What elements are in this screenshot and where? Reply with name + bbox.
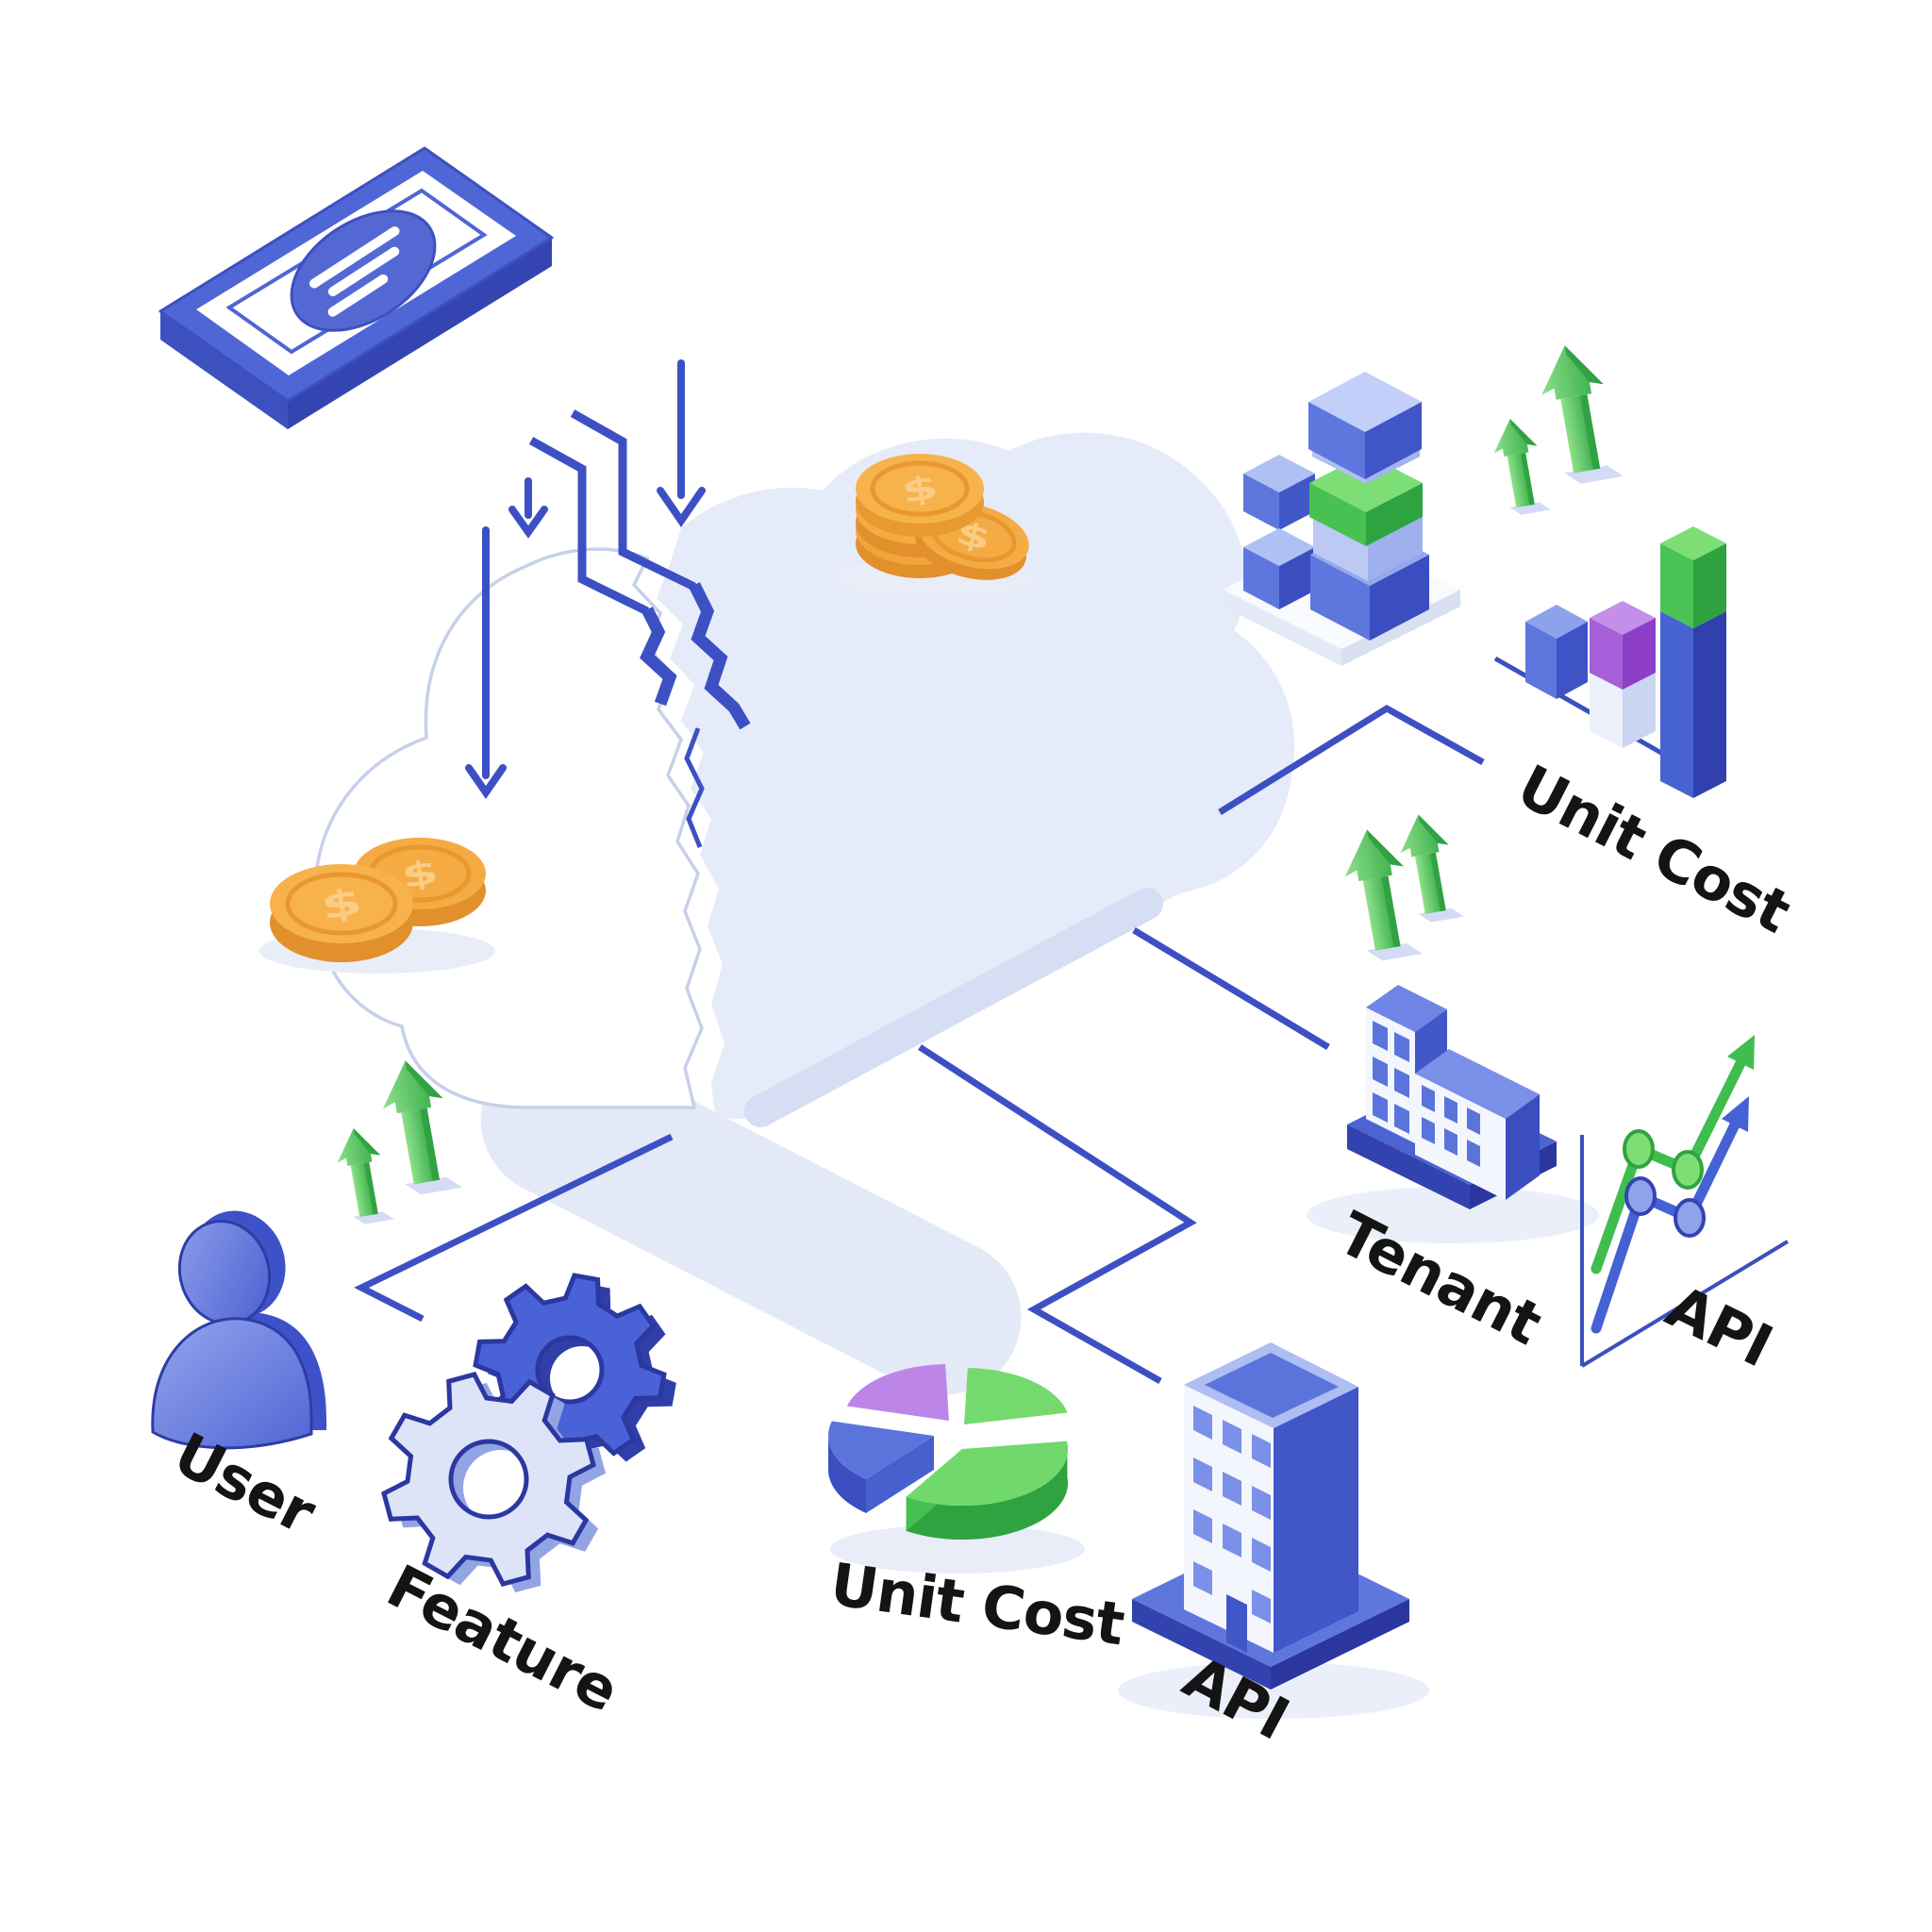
pie-chart-icon — [827, 1364, 1085, 1574]
label-unit-cost-top: Unit Cost — [1507, 751, 1801, 946]
down-arrows — [465, 359, 706, 800]
coins-icon: $ $ — [832, 454, 1036, 598]
cloud-shadow — [480, 1041, 1022, 1395]
svg-text:$: $ — [898, 467, 941, 510]
svg-text:$: $ — [318, 880, 365, 929]
banknote-icon — [158, 146, 554, 429]
down-arrow-icon — [465, 526, 507, 800]
stacked-blocks-icon — [1223, 372, 1460, 666]
cloud-under-edge — [744, 888, 1163, 1127]
currency-mark-icon — [308, 225, 400, 317]
bar-chart-3d-icon — [1493, 526, 1726, 798]
cloud-left-fragment — [312, 547, 704, 1109]
connector-api — [918, 1044, 1197, 1385]
zigzag-money-flow-icon — [528, 409, 751, 730]
coins-icon: $ $ — [259, 838, 495, 974]
growth-arrows-icon — [1489, 339, 1624, 518]
connector-unit-cost-top — [1218, 704, 1485, 815]
tenant-building-icon — [1307, 985, 1599, 1243]
down-arrow-icon — [657, 359, 706, 528]
crack-line-icon — [684, 727, 705, 848]
label-api-chart: API — [1656, 1272, 1782, 1380]
connector-user-feature — [354, 1133, 674, 1323]
line-chart-icon — [1580, 1035, 1790, 1368]
cloud-right-fragment — [657, 432, 1295, 1119]
user-icon — [151, 1210, 327, 1450]
growth-arrows-icon — [1338, 809, 1464, 965]
connector-tenant — [1132, 927, 1330, 1050]
broken-cloud-icon — [312, 432, 1295, 1127]
connector-lines — [354, 704, 1485, 1385]
gears-icon — [381, 1273, 676, 1592]
office-building-icon — [1118, 1342, 1429, 1719]
down-arrow-icon — [508, 477, 548, 539]
door — [1226, 1594, 1247, 1653]
